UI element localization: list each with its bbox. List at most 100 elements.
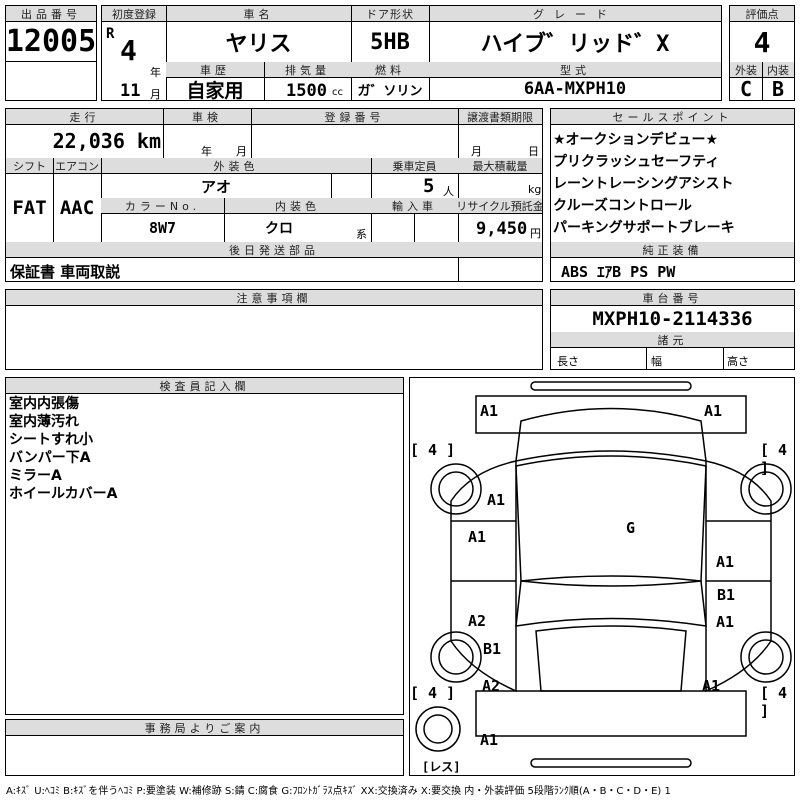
sales-point: レーントレーシングアシスト — [553, 176, 734, 192]
month-unit: 月 — [150, 88, 161, 101]
equipment-label: 純正装備 — [551, 242, 794, 258]
spare-tire-mark: [レス] — [422, 760, 461, 774]
transfer-day-unit: 日 — [528, 145, 539, 158]
mileage-label: 走行 — [6, 109, 163, 125]
ext-color: アオ — [200, 177, 231, 196]
damage-mark: A1 — [704, 402, 723, 420]
int-color: クロ — [265, 221, 293, 237]
first-reg-label: 初度登録 — [102, 6, 166, 22]
chassis-number: MXPH10-2114336 — [592, 308, 753, 330]
recycle-fee: 9,450 — [476, 219, 528, 239]
model-code: 6AA-MXPH10 — [523, 79, 627, 99]
displacement: 1500 — [286, 81, 327, 101]
insp-year-unit: 年 — [201, 145, 212, 158]
legend: A:ｷｽﾞ U:ﾍｺﾐ B:ｷｽﾞを伴うﾍｺﾐ P:要塗装 W:補修跡 S:錆 … — [6, 786, 671, 797]
capacity: 5 — [423, 175, 435, 197]
damage-mark: A1 — [716, 553, 735, 571]
grade-label: グレード — [429, 6, 721, 22]
fuel-label: 燃料 — [351, 62, 429, 78]
kg-unit: kg — [528, 183, 542, 196]
ac: AAC — [59, 197, 95, 219]
inspection-label: 車検 — [163, 109, 251, 125]
lot-number: 12005 — [6, 22, 96, 62]
sales-point: プリクラッシュセーフティ — [553, 154, 720, 170]
import-label: 輸入車 — [371, 198, 458, 214]
lot-label: 出品番号 — [6, 6, 96, 22]
inspector-notes: 室内内張傷 室内薄汚れ シートすれ小 バンパー下A ミラーA ホイールカバーA — [9, 395, 117, 503]
office-label: 事務局よりご案内 — [6, 720, 403, 736]
damage-mark: B1 — [717, 586, 736, 604]
equipment: ABS ｴｱB PS PW — [561, 263, 676, 281]
damage-diagram: A1 A1 [ 4 ] [ 4 ] A1 G A1 A1 B1 A2 A1 B1… — [409, 377, 795, 776]
inspector-box: 検査員記入欄 室内内張傷 室内薄汚れ シートすれ小 バンパー下A ミラーA ホイ… — [5, 377, 404, 715]
transfer-label: 譲渡書類期限 — [458, 109, 542, 125]
ext-color-label: 外装色 — [101, 158, 371, 174]
width-label: 幅 — [651, 355, 662, 368]
inspector-line: ミラーA — [9, 468, 62, 484]
sales-points-box: セールスポイント ★オークションデビュー★ プリクラッシュセーフティ レーントレ… — [550, 108, 795, 282]
color-no: 8W7 — [148, 219, 177, 237]
first-reg-month: 11 — [120, 81, 141, 101]
notes-box: 注意事項欄 — [5, 289, 543, 370]
inspector-line: 室内内張傷 — [9, 396, 79, 412]
office-box: 事務局よりご案内 — [5, 719, 404, 776]
damage-mark: A1 — [468, 528, 487, 546]
insp-month-unit: 月 — [236, 145, 247, 158]
damage-mark: G — [626, 519, 636, 537]
height-label: 高さ — [727, 355, 749, 368]
inspector-line: シートすれ小 — [9, 432, 93, 448]
door-label: ドア形状 — [351, 6, 429, 22]
grade: ハイブ゛リッド゛X — [480, 32, 670, 57]
ac-label: エアコン — [53, 158, 101, 174]
sales-points-list: ★オークションデビュー★ プリクラッシュセーフティ レーントレーシングアシスト … — [553, 129, 735, 239]
car-name-label: 車名 — [166, 6, 351, 22]
yen-unit: 円 — [530, 227, 541, 240]
sales-point: パーキングサポートブレーキ — [553, 220, 735, 236]
car-name: ヤリス — [225, 32, 292, 57]
transfer-month-unit: 月 — [471, 145, 482, 158]
fuel: ガ゛ソリン — [357, 83, 423, 99]
recycle-label: リサイクル預託金 — [458, 198, 542, 214]
inspector-line: ホイールカバーA — [9, 486, 118, 502]
chassis-label: 車台番号 — [551, 290, 794, 306]
inspector-line: バンパー下A — [9, 450, 91, 466]
history: 自家用 — [186, 79, 244, 101]
displacement-label: 排気量 — [264, 62, 351, 78]
tire-mark: [ 4 ] — [410, 441, 456, 459]
shift-label: シフト — [6, 158, 53, 174]
history-label: 車歴 — [166, 62, 264, 78]
damage-mark: A1 — [702, 677, 721, 695]
damage-mark: A1 — [480, 731, 499, 749]
overall-score: 4 — [753, 25, 771, 59]
reg-no-label: 登録番号 — [251, 109, 458, 125]
int-score: B — [771, 78, 785, 100]
length-label: 長さ — [557, 355, 579, 368]
ext-score: C — [739, 78, 753, 100]
vehicle-info-box: 初度登録 車名 ドア形状 グレード R 4 年 ヤリス 5HB ハイブ゛リッド゛… — [101, 5, 722, 101]
chassis-box: 車台番号 MXPH10-2114336 諸元 長さ 幅 高さ — [550, 289, 795, 370]
damage-mark: B1 — [483, 640, 502, 658]
damage-mark: A2 — [468, 612, 487, 630]
year-unit: 年 — [150, 66, 161, 79]
color-no-label: カラーNo. — [101, 198, 224, 214]
shift: FAT — [12, 197, 47, 219]
ext-label: 外装 — [730, 62, 762, 78]
damage-mark: A1 — [716, 613, 735, 631]
details-box: 走行 車検 登録番号 譲渡書類期限 22,036 km 年 月 月 日 シフト … — [5, 108, 543, 282]
lot-box: 出品番号 12005 — [5, 5, 97, 101]
score-label: 評価点 — [730, 6, 794, 22]
mileage: 22,036 km — [52, 129, 161, 153]
damage-mark: A2 — [482, 677, 501, 695]
specs-label: 諸元 — [551, 332, 794, 348]
capacity-label: 乗車定員 — [371, 158, 458, 174]
damage-mark: A1 — [480, 402, 499, 420]
tire-mark: [ 4 ] — [410, 684, 456, 702]
score-box: 評価点 4 外装 内装 C B — [729, 5, 795, 101]
inspector-label: 検査員記入欄 — [6, 378, 403, 394]
inspector-line: 室内薄汚れ — [9, 414, 79, 430]
door-type: 5HB — [370, 29, 410, 55]
damage-mark: A1 — [487, 491, 506, 509]
later-parts-label: 後日発送部品 — [6, 242, 542, 258]
sales-points-label: セールスポイント — [551, 109, 794, 125]
era: R — [106, 26, 115, 42]
